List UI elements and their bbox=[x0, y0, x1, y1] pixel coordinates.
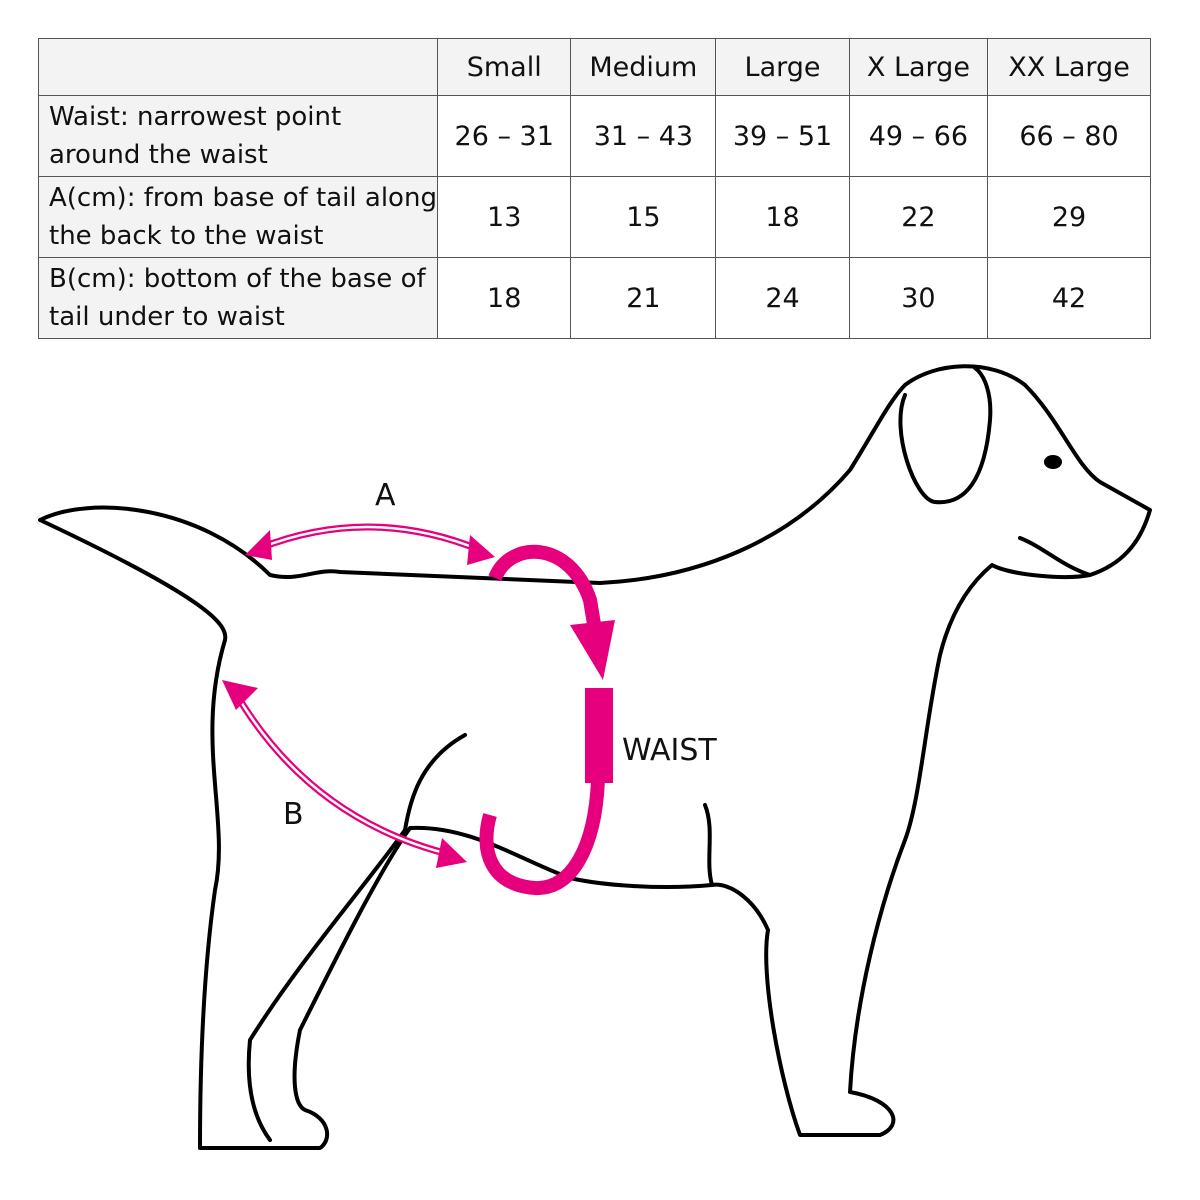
cell: 31 – 43 bbox=[570, 95, 717, 177]
row-label: Waist: narrowest point around the waist bbox=[38, 95, 438, 177]
table-header-row: Small Medium Large X Large XX Large bbox=[38, 38, 1151, 96]
row-label: A(cm): from base of tail along the back … bbox=[38, 176, 438, 258]
cell: 21 bbox=[570, 257, 717, 339]
cell: 30 bbox=[848, 257, 989, 339]
cell: 22 bbox=[848, 176, 989, 258]
cell: 18 bbox=[436, 257, 572, 339]
dog-eye bbox=[1044, 455, 1062, 469]
cell: 24 bbox=[715, 257, 850, 339]
cell: 42 bbox=[987, 257, 1151, 339]
header-x-large: X Large bbox=[848, 38, 989, 96]
header-xx-large: XX Large bbox=[987, 38, 1151, 96]
arrow-a-head-left bbox=[245, 530, 272, 560]
label-a: A bbox=[375, 478, 396, 513]
cell: 15 bbox=[570, 176, 717, 258]
cell: 49 – 66 bbox=[848, 95, 989, 177]
table-row-b: B(cm): bottom of the base of tail under … bbox=[38, 257, 1151, 339]
measurement-marks bbox=[222, 523, 615, 896]
arrow-b-head-bottom bbox=[436, 838, 467, 868]
size-table: Small Medium Large X Large XX Large Wais… bbox=[38, 38, 1151, 339]
label-waist: WAIST bbox=[622, 733, 717, 768]
header-large: Large bbox=[715, 38, 850, 96]
waist-ring-top bbox=[488, 544, 602, 632]
arrow-b bbox=[231, 690, 453, 859]
table-row-waist: Waist: narrowest point around the waist … bbox=[38, 95, 1151, 177]
row-label: B(cm): bottom of the base of tail under … bbox=[38, 257, 438, 339]
cell: 39 – 51 bbox=[715, 95, 850, 177]
dog-outline bbox=[38, 364, 1152, 1150]
cell: 26 – 31 bbox=[436, 95, 572, 177]
waist-bar bbox=[585, 688, 613, 783]
waist-arrow-head bbox=[570, 620, 615, 680]
waist-ring-bottom bbox=[479, 779, 605, 896]
cell: 66 – 80 bbox=[987, 95, 1151, 177]
label-b: B bbox=[283, 797, 304, 832]
arrow-b-head-top bbox=[222, 680, 258, 710]
header-medium: Medium bbox=[570, 38, 717, 96]
header-blank bbox=[38, 38, 438, 96]
arrow-a-head-right bbox=[467, 535, 495, 565]
